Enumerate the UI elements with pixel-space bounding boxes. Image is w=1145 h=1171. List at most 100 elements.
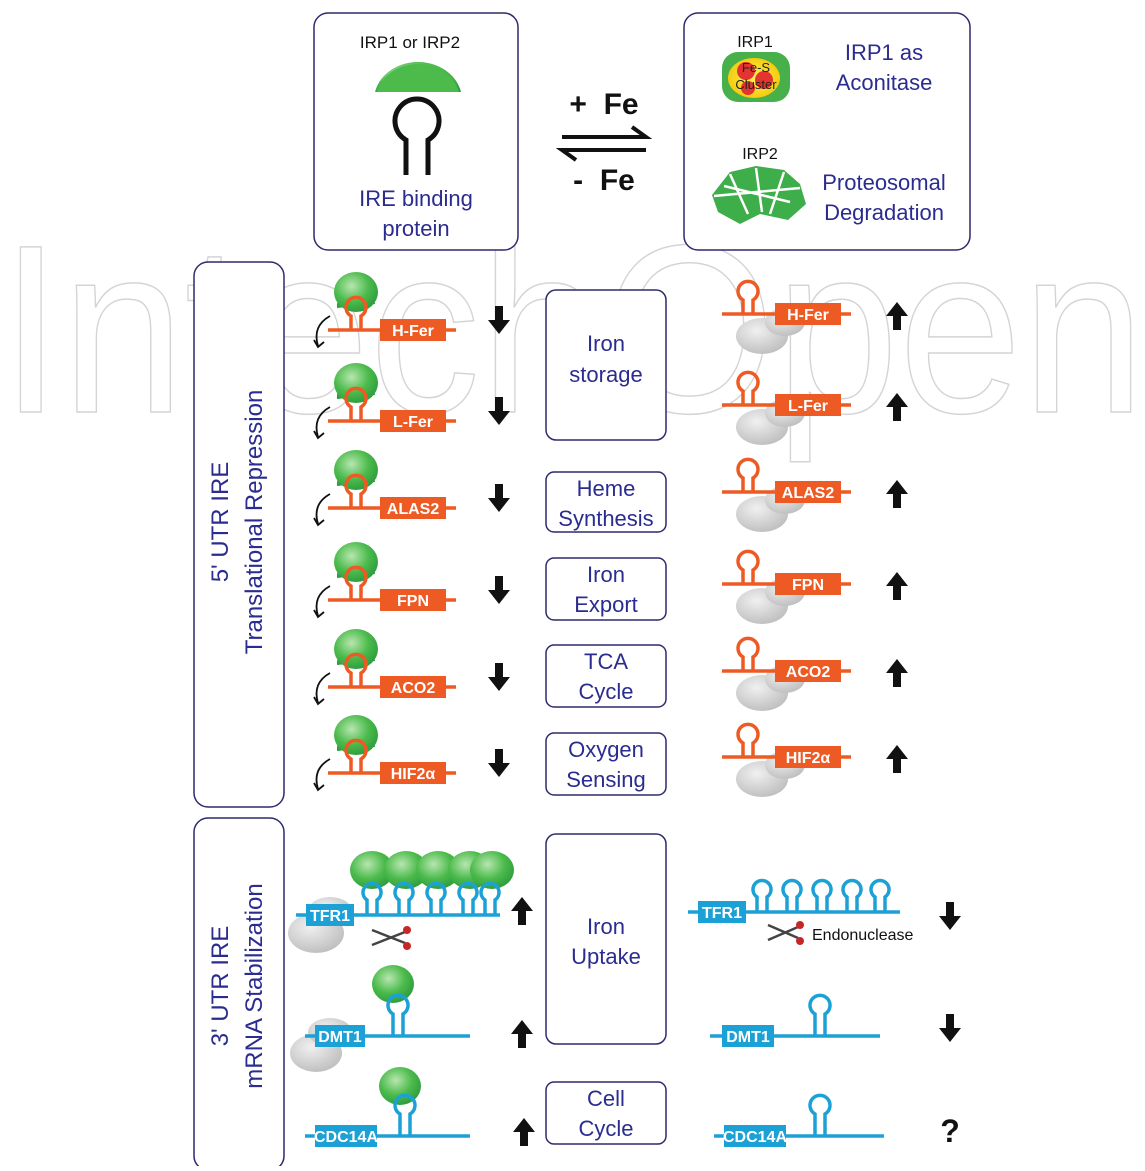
left-gene-tag xyxy=(380,497,446,519)
iron-replete-box: IRP1 Fe-S Cluster IRP1 as Aconitase IRP2… xyxy=(683,12,971,251)
irp1-caption-line1: IRP1 as xyxy=(845,40,923,65)
three-prime-label-line2: mRNA Stabilization xyxy=(241,883,268,1088)
left-gene-tag xyxy=(380,410,446,432)
up-arrow-icon xyxy=(511,1020,533,1048)
fe-s-cluster-icon xyxy=(722,52,790,102)
left-gene-label: H-Fer xyxy=(392,323,434,340)
plus-fe-label: + Fe xyxy=(569,88,638,121)
left-gene-tag xyxy=(380,589,446,611)
left-gene-label: HIF2α xyxy=(391,766,436,783)
right-gene-label: FPN xyxy=(792,577,824,594)
cdc14a-irp-bound-mrna: CDC14A xyxy=(305,1067,470,1147)
three-prime-label-line1: 3' UTR IRE xyxy=(207,926,234,1047)
irp-protein-icon xyxy=(470,851,514,889)
translated-mrna: HIF2α xyxy=(722,722,851,797)
function-box-tca-cycle: TCA Cycle xyxy=(545,644,667,708)
dmt1-irp-bound-mrna: DMT1 xyxy=(290,965,470,1072)
irp-bound-mrna: HIF2α xyxy=(313,715,456,792)
function-box-label: Iron xyxy=(587,914,625,939)
down-arrow-icon xyxy=(488,749,510,777)
function-box-label: Heme xyxy=(577,476,636,501)
left-gene-label: ALAS2 xyxy=(387,501,440,518)
five-prime-label-line1: 5' UTR IRE xyxy=(207,462,234,583)
scissors-icon xyxy=(371,926,411,950)
up-arrow-icon xyxy=(511,897,533,925)
irp1-title: IRP1 xyxy=(737,34,773,51)
cdc14a-left-label: CDC14A xyxy=(314,1129,378,1146)
right-gene-tag xyxy=(775,303,841,325)
function-box-label: Synthesis xyxy=(558,506,653,531)
cdc14a-mrna: CDC14A xyxy=(714,1093,884,1147)
minus-fe-label: - Fe xyxy=(573,164,635,197)
right-gene-tag xyxy=(775,573,841,595)
translated-mrna: FPN xyxy=(722,549,851,624)
down-arrow-icon xyxy=(488,663,510,691)
down-arrow-icon xyxy=(939,1014,961,1042)
function-box-label: Oxygen xyxy=(568,737,644,762)
up-arrow-icon xyxy=(886,745,908,773)
left-gene-tag xyxy=(380,762,446,784)
left-gene-tag xyxy=(380,319,446,341)
function-box-label: Sensing xyxy=(566,767,646,792)
function-box-label: Export xyxy=(574,592,638,617)
irp-protein-icon xyxy=(350,851,394,889)
irp1-caption-line2: Aconitase xyxy=(836,70,933,95)
cdc14a-left-tag xyxy=(315,1125,377,1147)
function-box-label: Iron xyxy=(587,562,625,587)
irp-protein-icon xyxy=(334,363,378,403)
function-box-iron-uptake: Iron Uptake xyxy=(545,833,667,1045)
function-box-label: Cycle xyxy=(578,1116,633,1141)
scissors-icon xyxy=(767,921,804,945)
irp-protein-icon xyxy=(416,851,460,889)
right-gene-label: ALAS2 xyxy=(782,485,835,502)
dmt1-degraded-mrna: DMT1 xyxy=(710,993,880,1047)
down-arrow-icon xyxy=(488,484,510,512)
irp-protein-icon xyxy=(384,851,428,889)
irp-protein-icon xyxy=(334,272,378,312)
down-arrow-icon xyxy=(488,306,510,334)
irp-bound-mrna: ACO2 xyxy=(313,629,456,706)
iron-equilibrium: + Fe - Fe xyxy=(555,88,653,197)
irp-protein-icon xyxy=(334,629,378,669)
proteasomal-degradation-icon xyxy=(712,166,806,224)
right-gene-tag xyxy=(775,394,841,416)
left-gene-label: L-Fer xyxy=(393,414,433,431)
translated-mrna: ACO2 xyxy=(722,636,851,711)
right-gene-tag xyxy=(775,660,841,682)
down-arrow-icon xyxy=(939,902,961,930)
binding-title: IRP1 or IRP2 xyxy=(360,33,460,52)
translated-mrna: ALAS2 xyxy=(722,457,851,532)
up-arrow-icon xyxy=(886,302,908,330)
reverse-arrow-icon xyxy=(555,148,646,162)
dmt1-left-label: DMT1 xyxy=(318,1029,362,1046)
up-arrow-icon xyxy=(886,393,908,421)
translated-mrna: L-Fer xyxy=(722,370,851,445)
function-box-label: Cycle xyxy=(578,679,633,704)
right-gene-tag xyxy=(775,746,841,768)
irp-protein-icon xyxy=(334,542,378,582)
function-box-label: TCA xyxy=(584,649,628,674)
dmt1-right-tag xyxy=(722,1025,774,1047)
up-arrow-icon xyxy=(886,480,908,508)
irp-bound-mrna: ALAS2 xyxy=(313,450,456,527)
function-box-iron-storage: Iron storage xyxy=(545,289,667,441)
up-arrow-icon xyxy=(886,659,908,687)
cluster-label-line2: Cluster xyxy=(735,77,777,92)
function-box-iron-export: Iron Export xyxy=(545,557,667,621)
binding-caption-line1: IRE binding xyxy=(359,186,473,211)
cdc14a-right-label: CDC14A xyxy=(723,1129,787,1146)
down-arrow-icon xyxy=(488,576,510,604)
right-gene-tag xyxy=(775,481,841,503)
five-prime-rows: H-FerH-FerL-FerL-FerALAS2ALAS2FPNFPNACO2… xyxy=(313,272,908,797)
irp-bound-mrna: L-Fer xyxy=(313,363,456,440)
translated-mrna: H-Fer xyxy=(722,279,851,354)
irp2-caption-line1: Proteosomal xyxy=(822,170,946,195)
five-prime-section: 5' UTR IRE Translational Repression xyxy=(193,261,285,808)
three-prime-section: 3' UTR IRE mRNA Stabilization xyxy=(193,817,285,1171)
tfr1-right-label: TFR1 xyxy=(702,905,742,922)
forward-arrow-icon xyxy=(562,125,653,139)
tfr1-left-tag xyxy=(306,904,354,926)
right-gene-label: ACO2 xyxy=(786,664,831,681)
